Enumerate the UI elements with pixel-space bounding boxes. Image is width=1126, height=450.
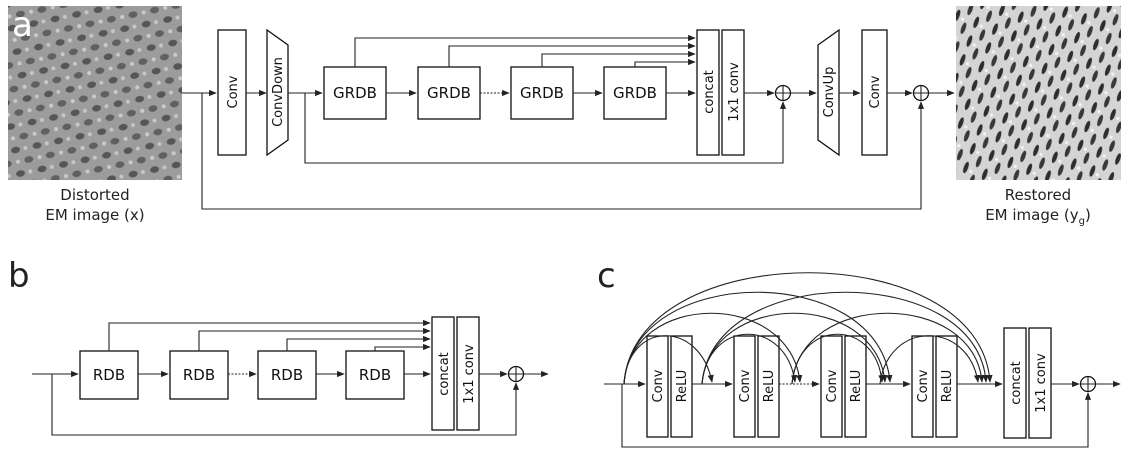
panel-c: c Conv ReLU Conv ReLU Conv ReLU Conv ReL… (597, 256, 1120, 447)
input-caption-line1: Distorted (60, 186, 129, 204)
panel-a: a Distorted EM image (x) Restored EM ima… (8, 5, 1121, 227)
grdb-label-2: GRDB (427, 84, 471, 102)
panel-c-letter: c (597, 256, 616, 296)
distorted-em-image (8, 6, 182, 180)
grdb-label-1: GRDB (333, 84, 377, 102)
c-conv-label-1: Conv (651, 369, 666, 402)
input-caption-line2: EM image (x) (45, 206, 144, 224)
c-relu-label-3: ReLU (849, 370, 864, 403)
c-conv-label-4: Conv (916, 369, 931, 402)
conv1x1-block-label: 1x1 conv (727, 62, 742, 122)
panel-a-letter: a (12, 5, 33, 45)
restored-em-image (956, 6, 1121, 180)
rdb-label-3: RDB (271, 366, 303, 384)
c-conv-label-2: Conv (738, 369, 753, 402)
b-conv1x1-block-label: 1x1 conv (462, 344, 477, 404)
grdb-label-4: GRDB (613, 84, 657, 102)
concat-block-label: concat (702, 70, 717, 114)
output-caption-line2: EM image (yg) (985, 206, 1091, 227)
c-relu-label-2: ReLU (762, 370, 777, 403)
c-concat-label: concat (1009, 361, 1024, 405)
c-relu-label-4: ReLU (940, 370, 955, 403)
c-relu-label-1: ReLU (675, 370, 690, 403)
panel-b: b RDB RDB RDB RDB concat 1x1 conv (8, 256, 548, 435)
conv-block-label: Conv (226, 75, 241, 108)
c-conv1x1-label: 1x1 conv (1034, 353, 1049, 413)
b-concat-block-label: concat (437, 352, 452, 396)
convdown-block-label: ConvDown (271, 57, 286, 127)
c-conv-label-3: Conv (825, 369, 840, 402)
rdb-label-4: RDB (359, 366, 391, 384)
rdb-label-2: RDB (183, 366, 215, 384)
rdb-label-1: RDB (93, 366, 125, 384)
conv-out-block-label: Conv (868, 75, 883, 108)
convup-block-label: ConvUp (822, 67, 837, 118)
grdb-label-3: GRDB (520, 84, 564, 102)
output-caption-line1: Restored (1005, 186, 1071, 204)
panel-b-letter: b (8, 256, 30, 296)
